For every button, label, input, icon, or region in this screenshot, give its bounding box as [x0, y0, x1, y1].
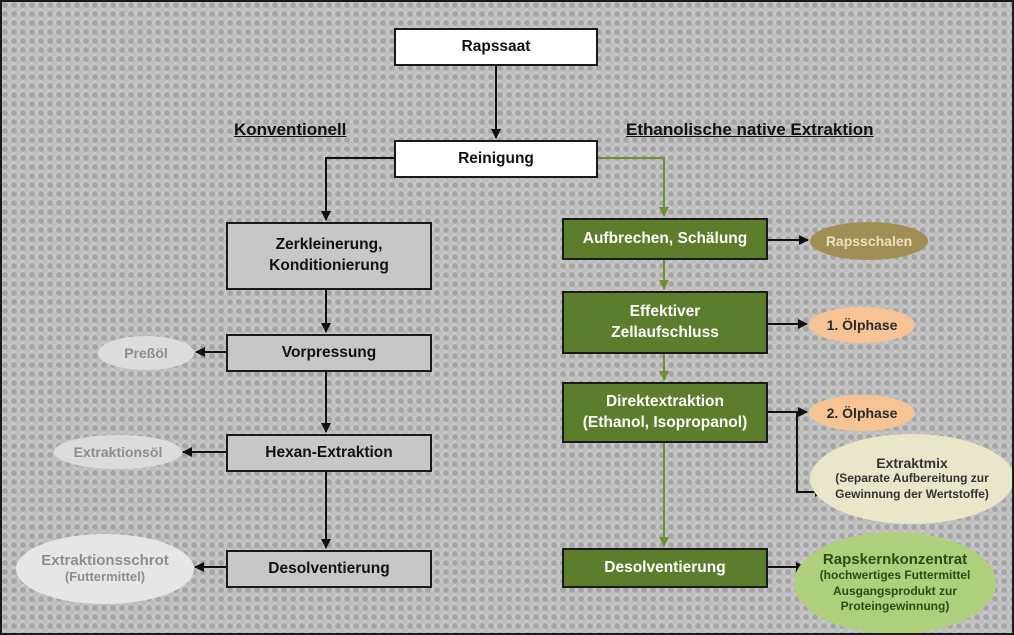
arrow-reinigung-zerkleinerung: [321, 157, 398, 221]
box-desolv-conv-label: Desolventierung: [268, 559, 390, 577]
output-extraktionsoel-label: Extraktionsöl: [73, 444, 163, 460]
box-desolventierung-conventional: Desolventierung: [226, 550, 432, 588]
output-rkk-sub1: (hochwertiges Futtermittel: [819, 568, 971, 583]
output-pressoel: Preßöl: [98, 336, 194, 370]
box-zerkleinerung-line1: Zerkleinerung,: [275, 236, 383, 254]
box-hexan-label: Hexan-Extraktion: [265, 443, 393, 461]
box-direkt-line2: (Ethanol, Isopropanol): [582, 413, 748, 431]
box-reinigung: Reinigung: [394, 140, 598, 178]
box-desolventierung-ethanol: Desolventierung: [562, 548, 768, 588]
output-oelphase2-label: 2. Ölphase: [826, 405, 898, 421]
box-reinigung-label: Reinigung: [458, 149, 534, 167]
output-rapsschalen-label: Rapsschalen: [825, 233, 913, 249]
output-rkk-sub3: Proteingewinnung): [840, 599, 950, 614]
box-direkt-line1: Direktextraktion: [605, 392, 724, 410]
box-zerkleinerung: Zerkleinerung, Konditionierung: [226, 222, 432, 290]
output-extraktmix-title: Extraktmix: [876, 455, 948, 472]
box-rapssaat: Rapssaat: [394, 28, 598, 66]
box-vorpressung: Vorpressung: [226, 334, 432, 372]
output-pressoel-label: Preßöl: [124, 345, 168, 361]
output-extraktionsschrot: Extraktionsschrot (Futtermittel): [16, 534, 194, 604]
output-rkk-title: Rapskernkonzentrat: [822, 551, 968, 569]
box-vorpressung-label: Vorpressung: [281, 343, 377, 361]
heading-conventional: Konventionell: [234, 120, 347, 139]
box-hexan-extraktion: Hexan-Extraktion: [226, 434, 432, 472]
heading-ethanol: Ethanolische native Extraktion: [626, 120, 874, 139]
output-oelphase2: 2. Ölphase: [809, 395, 915, 431]
box-zell-line2: Zellaufschluss: [611, 323, 719, 341]
output-extraktmix-sub1: (Separate Aufbereitung zur: [835, 471, 989, 486]
output-rkk-sub2: Ausgangsprodukt zur: [832, 583, 957, 598]
output-extraktmix-sub2: Gewinnung der Wertstoffe): [835, 487, 989, 501]
output-oelphase1-label: 1. Ölphase: [826, 317, 898, 333]
box-desolv-eth-label: Desolventierung: [604, 558, 726, 576]
output-schrot-title: Extraktionsschrot: [41, 552, 169, 570]
output-rapsschalen: Rapsschalen: [810, 222, 928, 260]
box-aufbrechen: Aufbrechen, Schälung: [562, 218, 768, 260]
output-schrot-sub: (Futtermittel): [64, 569, 146, 585]
output-extraktmix: Extraktmix (Separate Aufbereitung zur Ge…: [810, 434, 1012, 524]
box-zerkleinerung-line2: Konditionierung: [269, 257, 389, 274]
box-aufbrechen-label: Aufbrechen, Schälung: [582, 229, 748, 247]
output-extraktionsoel: Extraktionsöl: [54, 435, 182, 469]
box-direktextraktion: Direktextraktion (Ethanol, Isopropanol): [562, 382, 768, 443]
output-oelphase1: 1. Ölphase: [809, 307, 915, 343]
box-zell-line1: Effektiver: [629, 302, 701, 320]
arrow-reinigung-aufbrechen: [598, 157, 669, 217]
box-zellaufschluss: Effektiver Zellaufschluss: [562, 291, 768, 354]
output-rapskernkonzentrat: Rapskernkonzentrat (hochwertiges Futterm…: [794, 532, 996, 633]
box-rapssaat-label: Rapssaat: [461, 37, 531, 55]
